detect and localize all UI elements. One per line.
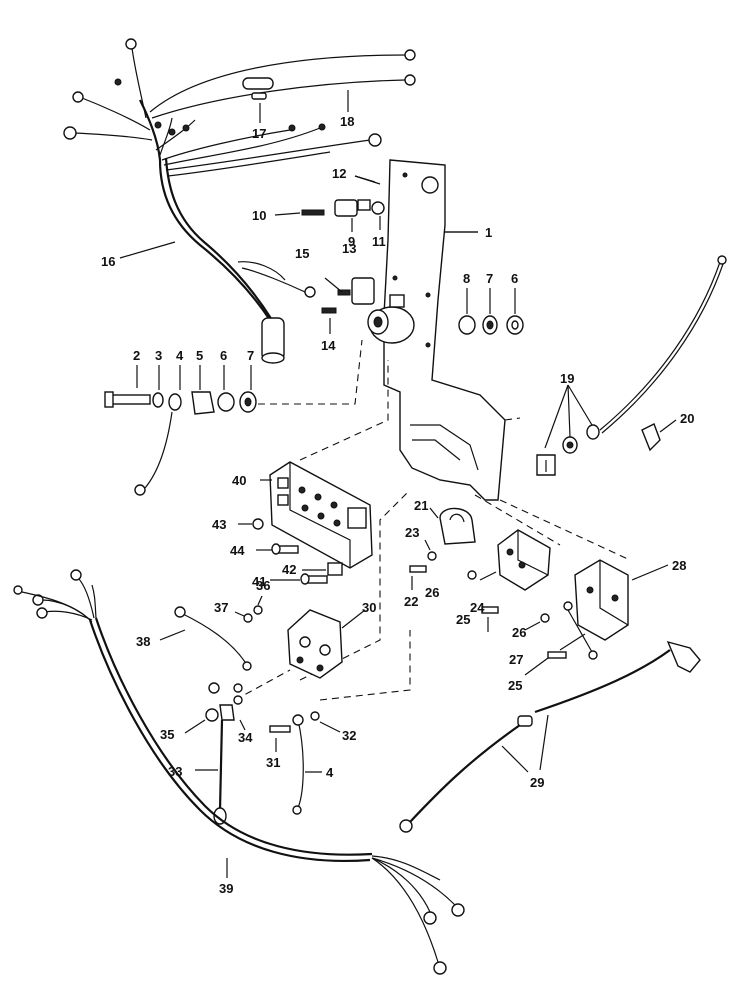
callout-37: 37 [214, 600, 228, 615]
solenoid-lead-36-38 [159, 595, 263, 671]
callout-21: 21 [414, 498, 428, 513]
starter-solenoid-30 [287, 609, 366, 679]
left-bolt-assembly-2-7 [104, 365, 257, 496]
callout-14: 14 [321, 338, 336, 353]
callout-10: 10 [252, 208, 266, 223]
bracket-mounted-cylinder [367, 294, 415, 344]
callout-6-right: 6 [511, 271, 518, 286]
callout-40: 40 [232, 473, 246, 488]
callout-36: 36 [256, 578, 270, 593]
upper-wiring-harness [63, 38, 416, 364]
main-mounting-bracket [383, 159, 506, 501]
callout-7-left: 7 [247, 348, 254, 363]
callout-11: 11 [372, 234, 386, 249]
callout-13: 13 [342, 241, 356, 256]
callout-5: 5 [196, 348, 203, 363]
callout-8: 8 [463, 271, 470, 286]
callout-labels: 1 2 3 4 4 5 6 6 7 7 8 9 10 11 12 13 14 1… [101, 114, 694, 896]
assembly-dashed-lines [234, 339, 631, 701]
callout-4-lower: 4 [326, 765, 334, 780]
callout-32: 32 [342, 728, 356, 743]
module-28 [574, 559, 669, 641]
battery-cable-hardware-31-35 [184, 682, 341, 825]
callout-30: 30 [362, 600, 376, 615]
callout-22: 22 [404, 594, 418, 609]
rectifier-and-clamp-21-24 [409, 507, 551, 632]
callout-39: 39 [219, 881, 233, 896]
callout-20: 20 [680, 411, 694, 426]
clip-hardware-13-15 [321, 277, 375, 334]
callout-16: 16 [101, 254, 115, 269]
callout-44: 44 [230, 543, 245, 558]
clamp-hardware-9-12 [301, 175, 385, 232]
callout-9: 9 [348, 234, 355, 249]
callout-41: 41 [252, 574, 266, 589]
callout-2: 2 [133, 348, 140, 363]
callout-42: 42 [282, 562, 296, 577]
callout-24: 24 [470, 600, 485, 615]
connector-parts-17-18 [242, 77, 349, 123]
high-tension-leads-29 [399, 640, 701, 833]
callout-27: 27 [509, 652, 523, 667]
ground-wire-and-boots-19-20 [536, 255, 727, 476]
callout-26-lower: 26 [512, 625, 526, 640]
callout-38: 38 [136, 634, 150, 649]
lower-wiring-harness-39 [13, 569, 465, 975]
callout-7-right: 7 [486, 271, 493, 286]
callout-18: 18 [340, 114, 354, 129]
callout-43: 43 [212, 517, 226, 532]
callout-17: 17 [252, 126, 266, 141]
callout-3: 3 [155, 348, 162, 363]
callout-28: 28 [672, 558, 686, 573]
callout-15: 15 [295, 246, 309, 261]
callout-12: 12 [332, 166, 346, 181]
module-hardware-41-44 [238, 518, 343, 585]
callout-19: 19 [560, 371, 574, 386]
callout-31: 31 [266, 755, 280, 770]
callout-33: 33 [168, 764, 182, 779]
callout-35: 35 [160, 727, 174, 742]
callout-1: 1 [485, 225, 492, 240]
callout-25-lower: 25 [508, 678, 522, 693]
callout-29: 29 [530, 775, 544, 790]
callout-34: 34 [238, 730, 253, 745]
switch-box-module-40 [260, 461, 373, 569]
callout-23: 23 [405, 525, 419, 540]
callout-4: 4 [176, 348, 184, 363]
callout-leader-lines [274, 175, 478, 233]
callout-6-left: 6 [220, 348, 227, 363]
lead-hardware-25-27 [524, 601, 598, 676]
callout-25-upper: 25 [456, 612, 470, 627]
callout-26-upper: 26 [425, 585, 439, 600]
washer-stack-6-7-8 [458, 288, 524, 335]
